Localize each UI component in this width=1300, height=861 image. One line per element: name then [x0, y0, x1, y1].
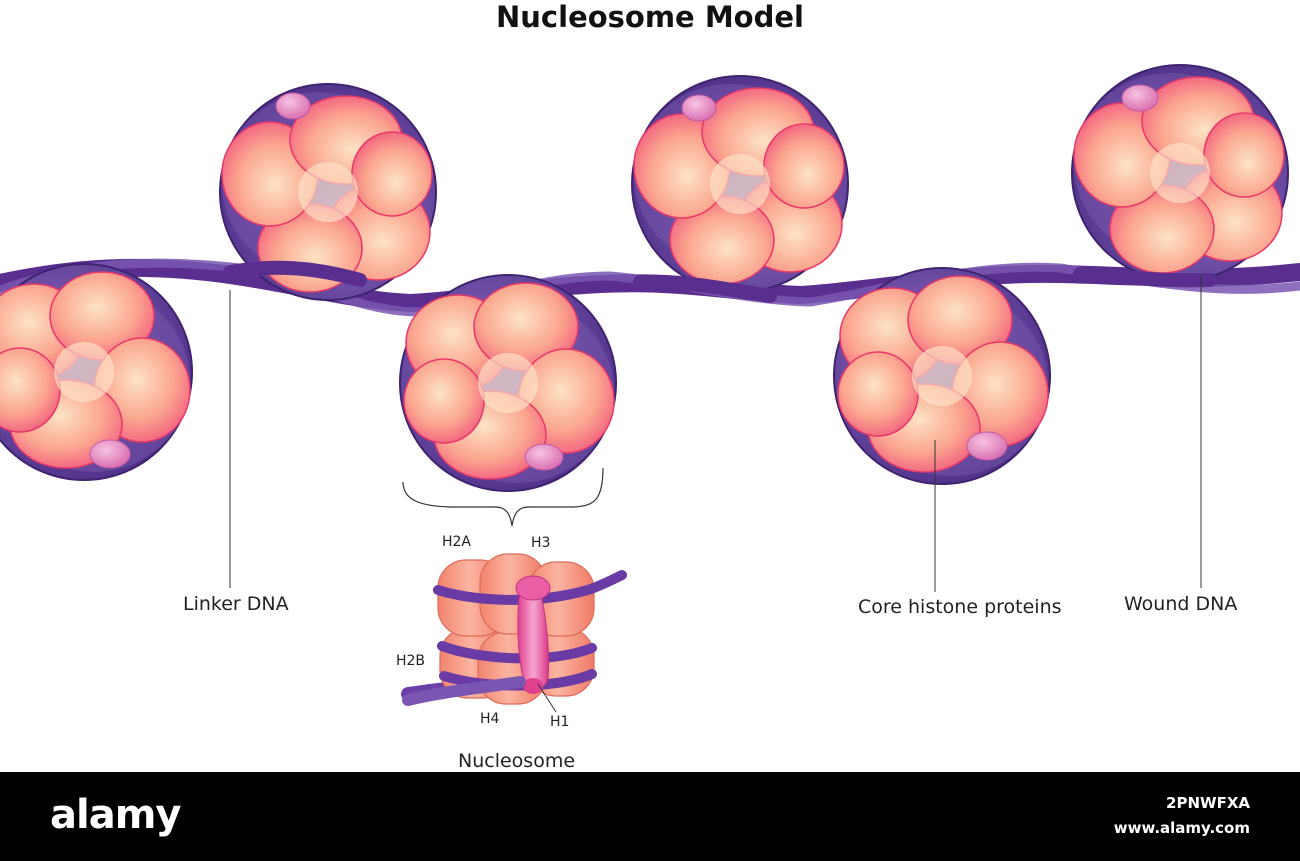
nucleosome-bead-6: [1071, 64, 1289, 282]
nucleosome-diagram: [0, 64, 1300, 713]
diagram-title: Nucleosome Model: [496, 0, 804, 34]
nucleosome-bead-4: [631, 75, 849, 293]
label-wound-dna: Wound DNA: [1124, 593, 1238, 615]
image-id: 2PNWFXA: [1166, 794, 1250, 812]
nucleosome-detail: [401, 553, 627, 713]
label-linker-dna: Linker DNA: [183, 593, 289, 615]
nucleosome-bead-2: [219, 83, 437, 301]
label-h3: H3: [531, 535, 551, 551]
site-url: www.alamy.com: [1113, 819, 1250, 837]
watermark-footer: alamy 2PNWFXA www.alamy.com: [0, 772, 1300, 861]
label-h1: H1: [550, 714, 570, 730]
brand-logo: alamy: [50, 792, 181, 838]
pointer-lines: [229, 275, 1202, 592]
nucleosome-bead-3: [399, 274, 617, 492]
nucleosome-bead-1: [0, 263, 193, 481]
wound-dna-front: [223, 260, 1217, 303]
nucleosome-bead-5: [833, 267, 1051, 485]
nucleosome-brace: [402, 467, 604, 527]
label-nucleosome: Nucleosome: [458, 750, 576, 772]
label-h2b: H2B: [396, 653, 426, 669]
label-h2a: H2A: [442, 534, 472, 550]
label-core-histone-proteins: Core histone proteins: [858, 596, 1062, 618]
label-h4: H4: [480, 711, 500, 727]
